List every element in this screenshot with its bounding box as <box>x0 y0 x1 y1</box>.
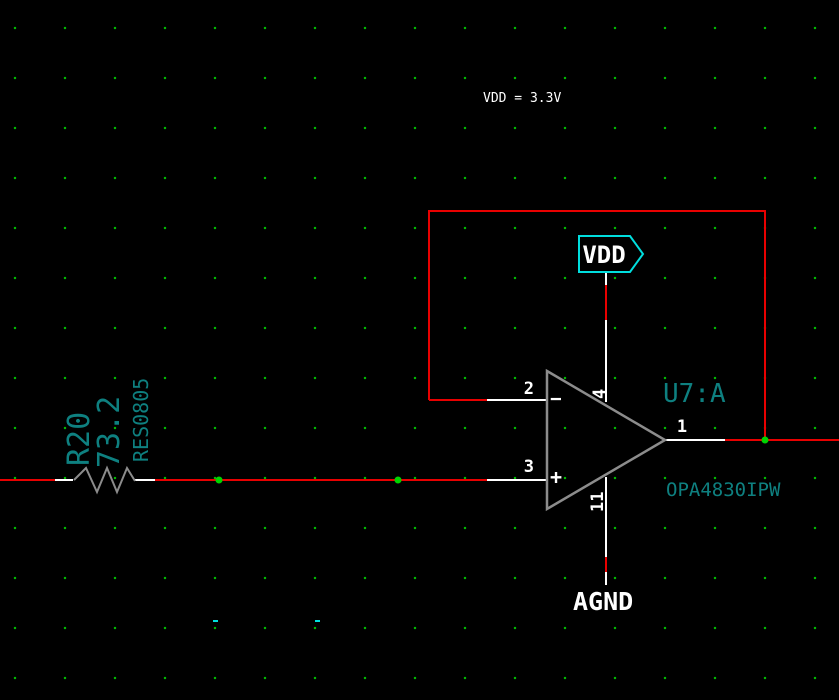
pin-number-4: 4 <box>590 388 610 399</box>
junction-dot[interactable] <box>761 436 769 444</box>
agnd-label[interactable]: AGND <box>573 587 634 616</box>
pin-number-3: 3 <box>523 457 534 477</box>
junction-dot[interactable] <box>394 476 402 484</box>
inverting-minus-mark: − <box>550 388 562 410</box>
pin-number-1: 1 <box>676 417 688 437</box>
pin-number-11: 11 <box>588 491 608 512</box>
opamp-reference[interactable]: U7:A <box>663 379 726 409</box>
noninverting-plus-mark: + <box>549 465 563 489</box>
supply-note-annotation[interactable]: VDD = 3.3V <box>483 91 562 106</box>
vdd-power-flag-outline[interactable] <box>578 235 645 273</box>
opamp-part-number[interactable]: OPA4830IPW <box>666 479 781 501</box>
wire-feedback-loop[interactable] <box>428 210 766 440</box>
origin-marker <box>315 620 320 622</box>
resistor-footprint[interactable]: RES0805 <box>129 377 153 462</box>
origin-marker <box>213 620 218 622</box>
pin-number-2: 2 <box>523 379 534 399</box>
opamp-triangle[interactable] <box>545 368 668 512</box>
resistor-symbol[interactable] <box>73 465 136 495</box>
vdd-flag-label[interactable]: VDD <box>582 241 626 269</box>
junction-dot[interactable] <box>215 476 223 484</box>
resistor-reference[interactable]: R20 <box>62 411 97 466</box>
resistor-value[interactable]: 73.2 <box>92 395 127 468</box>
